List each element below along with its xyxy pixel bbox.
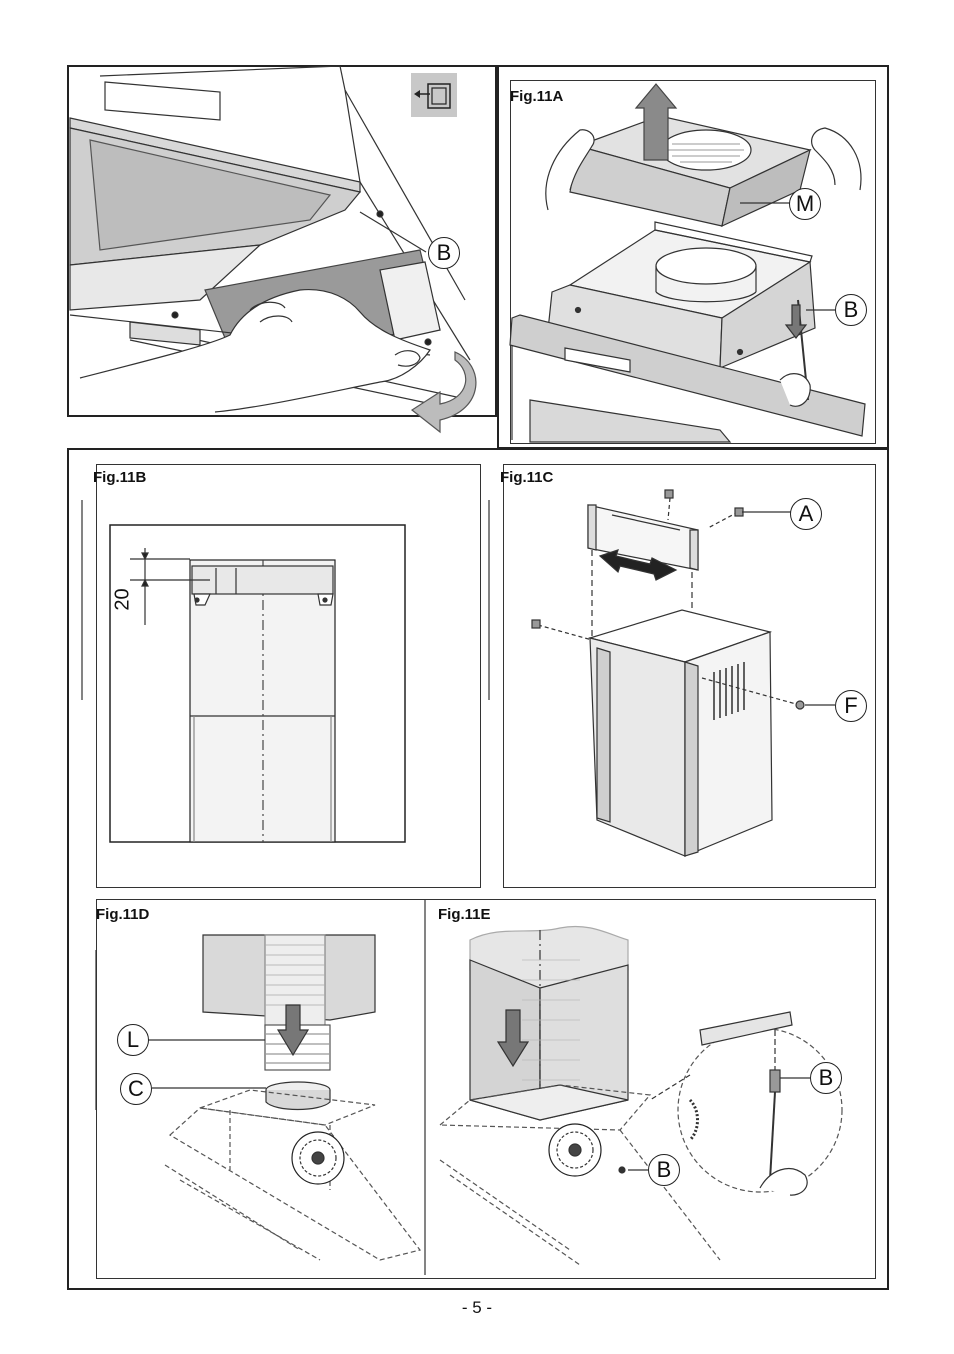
callout-fig11c-a: A	[790, 498, 822, 530]
fig11e-illustration	[424, 900, 843, 1275]
fig11d-label: Fig.11D	[96, 906, 150, 923]
page-number: - 5 -	[461, 1298, 493, 1317]
fig11b-illustration	[81, 500, 406, 843]
fig11b-dimension-label: 20	[111, 588, 134, 611]
fig11a-illustration	[509, 83, 866, 443]
fig11c-label: Fig.11C	[500, 469, 554, 486]
fig11d-illustration	[95, 934, 422, 1261]
callout-fig11a-m: M	[789, 188, 821, 220]
top-left-panel	[67, 65, 497, 417]
fig11b-label: Fig.11B	[93, 469, 147, 486]
callout-fig11e-b-detail: B	[810, 1062, 842, 1094]
filter-removal-icon	[411, 73, 457, 117]
fig11a-label: Fig.11A	[510, 88, 564, 105]
main-panel	[67, 448, 889, 1290]
fig11e-label: Fig.11E	[438, 906, 491, 923]
top-left-illustration	[69, 65, 477, 434]
callout-fig11c-f: F	[835, 690, 867, 722]
callout-fig11e-b: B	[648, 1154, 680, 1186]
fig11c-illustration	[488, 489, 835, 857]
callout-fig11a-b: B	[835, 294, 867, 326]
callout-fig11d-l: L	[117, 1024, 149, 1056]
callout-top-left-b: B	[428, 237, 460, 269]
callout-fig11d-c: C	[120, 1073, 152, 1105]
